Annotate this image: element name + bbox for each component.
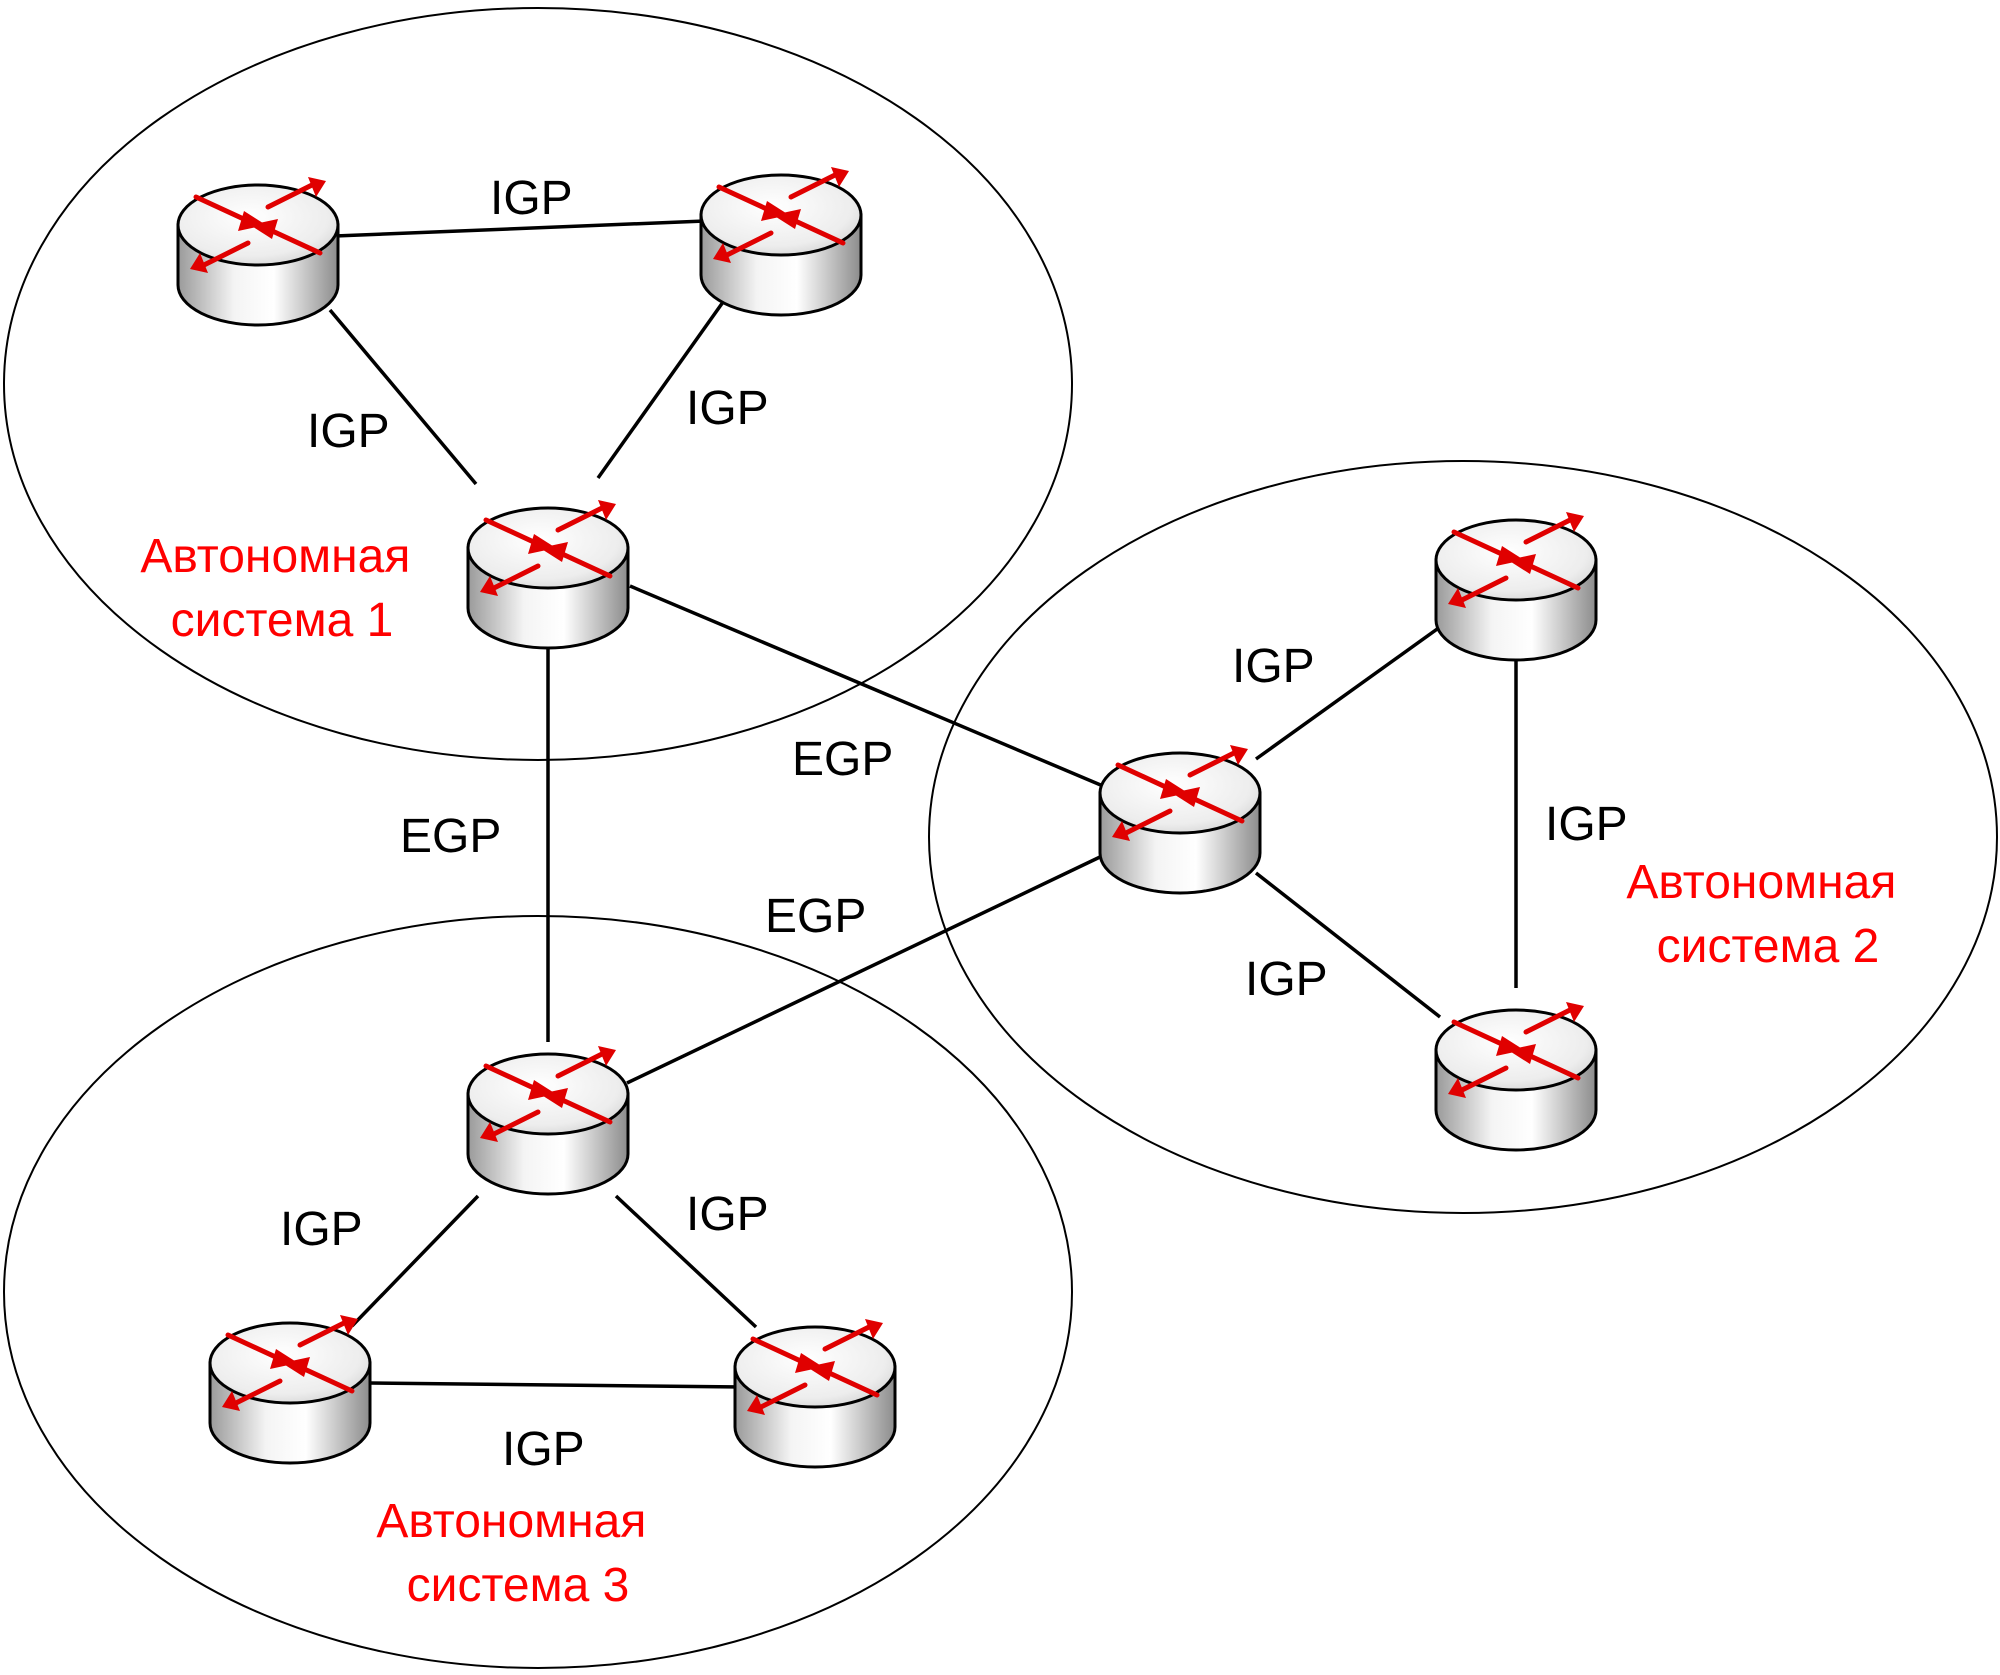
as1-label-line2: система 1 bbox=[171, 594, 394, 647]
label-as3-left: IGP bbox=[280, 1203, 363, 1256]
label-as3-right: IGP bbox=[686, 1188, 769, 1241]
router-icon bbox=[701, 167, 861, 315]
as1-label-line1: Автономная bbox=[140, 530, 410, 583]
link-as2-lower bbox=[1254, 871, 1442, 1019]
label-egp-1-2: EGP bbox=[792, 733, 893, 786]
as1-label: Автономная система 1 bbox=[140, 530, 423, 647]
label-as1-right: IGP bbox=[686, 382, 769, 435]
router-icon bbox=[1436, 1002, 1596, 1150]
label-as2-right: IGP bbox=[1545, 798, 1628, 851]
router-icon bbox=[178, 177, 338, 325]
link-egp-2-3 bbox=[626, 855, 1101, 1085]
as3-label-line2: система 3 bbox=[407, 1559, 630, 1612]
router-icon bbox=[468, 500, 628, 648]
as3-label: Автономная система 3 bbox=[376, 1495, 659, 1612]
as2-label-line1: Автономная bbox=[1626, 856, 1896, 909]
link-as1-left bbox=[328, 308, 478, 486]
label-as1-top: IGP bbox=[490, 172, 573, 225]
label-as2-upper: IGP bbox=[1232, 640, 1315, 693]
link-egp-1-2 bbox=[629, 584, 1104, 788]
router-icon bbox=[210, 1315, 370, 1463]
as2-label-line2: система 2 bbox=[1657, 920, 1880, 973]
router-icon bbox=[468, 1046, 628, 1194]
link-as1-right bbox=[596, 286, 735, 480]
link-as3-left bbox=[350, 1194, 480, 1328]
as1-boundary bbox=[3, 7, 1073, 761]
router-icon bbox=[1436, 512, 1596, 660]
label-as1-left: IGP bbox=[307, 405, 390, 458]
as2-boundary bbox=[928, 460, 1998, 1214]
router-icon bbox=[1100, 745, 1260, 893]
link-as2-upper bbox=[1254, 625, 1442, 761]
as3-label-line1: Автономная bbox=[376, 1495, 646, 1548]
label-egp-2-3: EGP bbox=[765, 890, 866, 943]
label-as2-lower: IGP bbox=[1245, 953, 1328, 1006]
label-as3-bottom: IGP bbox=[502, 1423, 585, 1476]
link-as3-right bbox=[614, 1194, 758, 1329]
label-egp-1-3: EGP bbox=[400, 810, 501, 863]
link-as1-top bbox=[334, 219, 706, 238]
as2-label: Автономная система 2 bbox=[1626, 856, 1909, 973]
as3-boundary bbox=[3, 915, 1073, 1669]
link-as3-bottom bbox=[369, 1381, 744, 1389]
router-icon bbox=[735, 1319, 895, 1467]
